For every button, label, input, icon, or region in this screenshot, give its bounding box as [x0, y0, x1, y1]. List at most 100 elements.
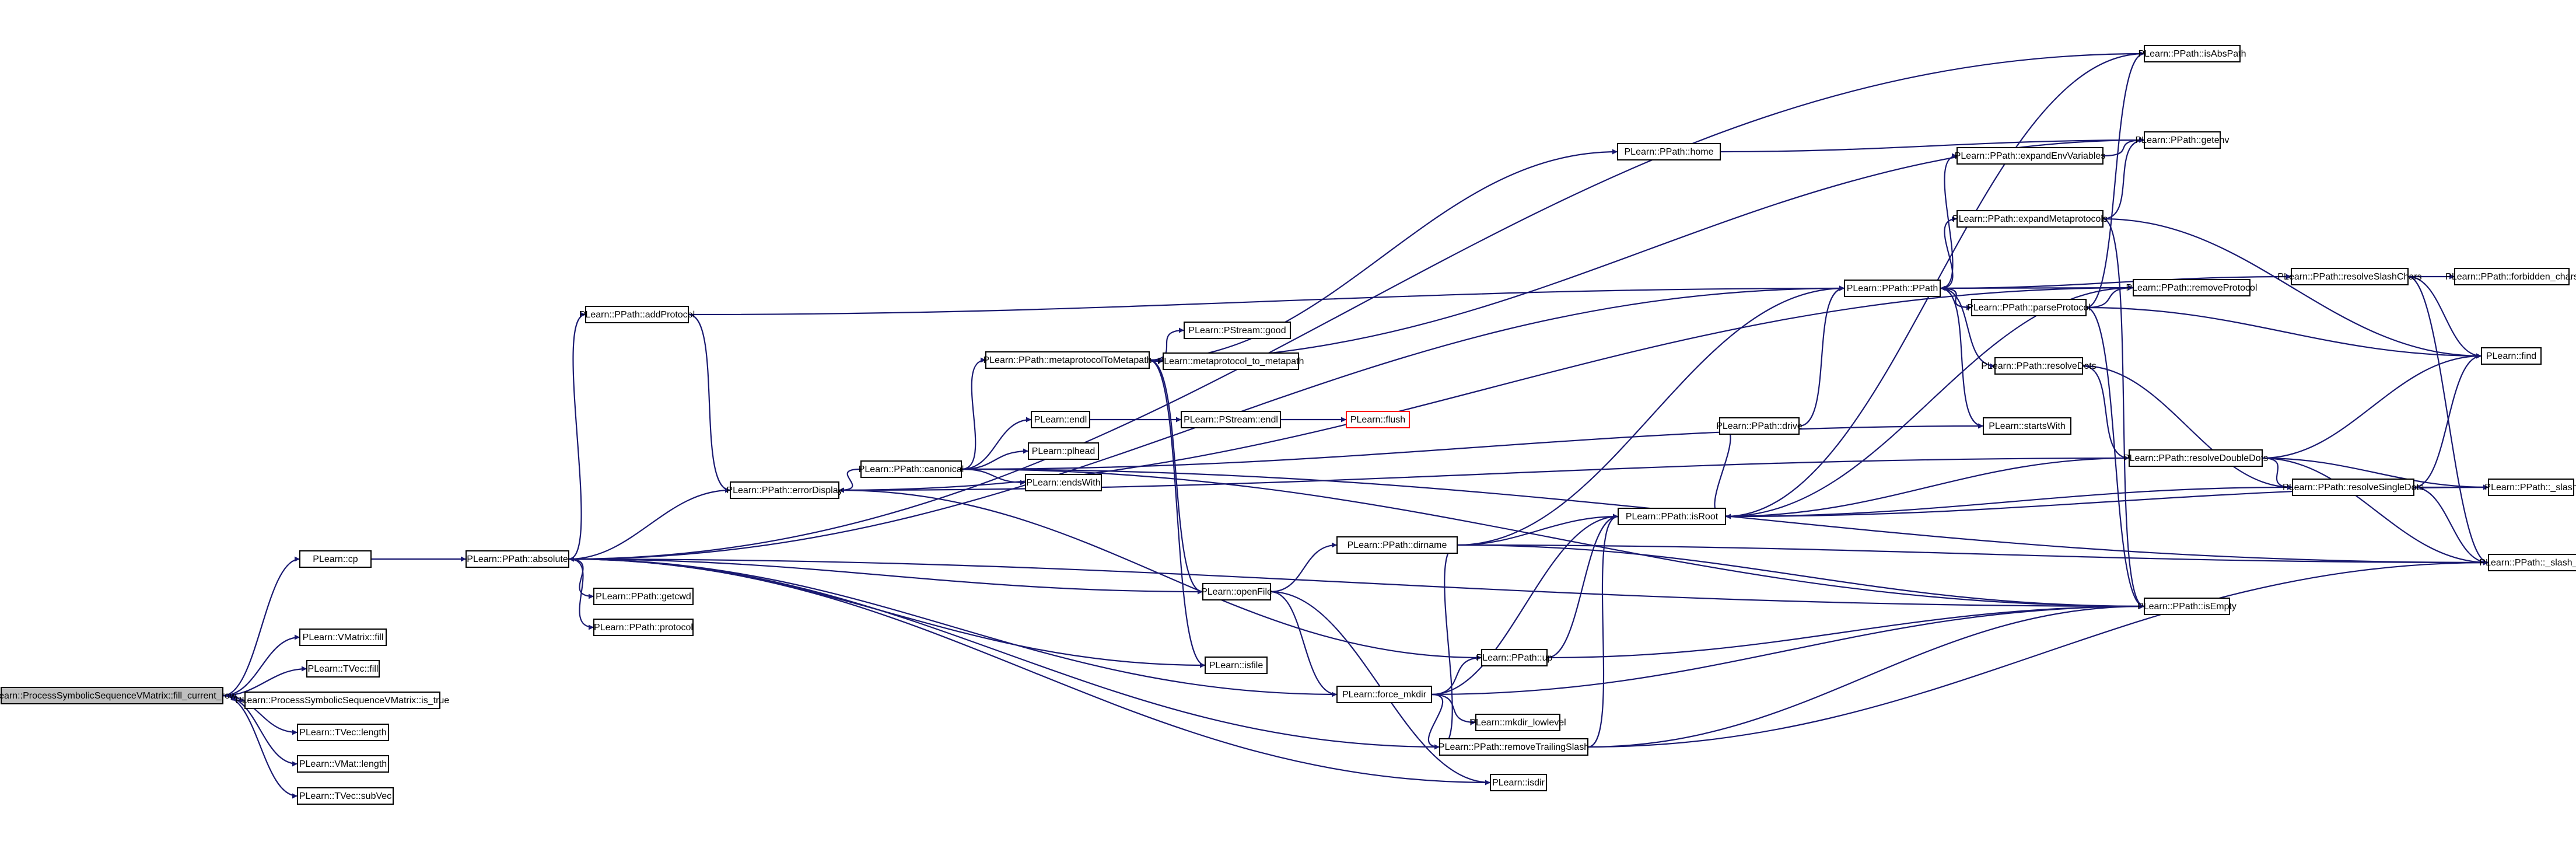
node-label-pstream_good: PLearn::PStream::good — [1188, 326, 1286, 336]
node-up[interactable]: PLearn::PPath::up — [1476, 649, 1553, 666]
node-isAbsPath[interactable]: PLearn::PPath::isAbsPath — [2138, 45, 2246, 62]
node-pstream_good[interactable]: PLearn::PStream::good — [1184, 322, 1291, 339]
node-resolveSingleDots[interactable]: PLearn::PPath::resolveSingleDots — [2283, 479, 2424, 496]
node-resolveDots[interactable]: PLearn::PPath::resolveDots — [1981, 357, 2096, 375]
edge-resolveSingleDots-to-find — [2413, 353, 2482, 488]
edge-force_mkdir-to-absolute — [568, 556, 1338, 696]
node-endsWith[interactable]: PLearn::endsWith — [1025, 474, 1102, 491]
node-forbidden_chars[interactable]: PLearn::PPath::forbidden_chars — [2445, 268, 2576, 285]
edge-metaprotocolToMetapath-to-openFile — [1149, 359, 1203, 595]
node-vmatrix_fill[interactable]: PLearn::VMatrix::fill — [299, 628, 387, 646]
edge-drive-to-ppath_ctor — [1798, 285, 1845, 427]
node-label-removeProtocol: PLearn::PPath::removeProtocol — [2126, 283, 2257, 293]
node-addProtocol[interactable]: PLearn::PPath::addProtocol — [579, 306, 695, 323]
node-ppath_ctor[interactable]: PLearn::PPath::PPath — [1844, 280, 1941, 297]
edge-expandMetaprotocols-to-find — [2102, 218, 2482, 359]
node-startsWith[interactable]: PLearn::startsWith — [1983, 417, 2071, 435]
node-subvec[interactable]: PLearn::TVec::subVec — [297, 787, 394, 805]
node-find[interactable]: PLearn::find — [2481, 347, 2542, 365]
node-drive[interactable]: PLearn::PPath::drive — [1716, 417, 1803, 435]
node-fill_current_row[interactable]: PLearn::ProcessSymbolicSequenceVMatrix::… — [0, 687, 237, 704]
edge-absolute-to-getcwd — [568, 558, 594, 599]
node-label-find: PLearn::find — [2486, 351, 2536, 361]
node-isEmpty[interactable]: PLearn::PPath::isEmpty — [2137, 598, 2236, 615]
node-box-mkdir_lowlevel — [1475, 714, 1560, 731]
edge-force_mkdir-to-up — [1431, 655, 1482, 696]
node-is_true[interactable]: PLearn::ProcessSymbolicSequenceVMatrix::… — [236, 692, 449, 709]
node-box-tvec_fill — [306, 660, 380, 678]
node-box-metaprotocolToMetapath — [985, 351, 1150, 369]
edge-errorDisplay-to-absolute — [568, 489, 731, 562]
node-slash[interactable]: PLearn::PPath::_slash — [2484, 479, 2576, 496]
node-box-forbidden_chars — [2454, 268, 2570, 285]
node-getenv[interactable]: PLearn::PPath::getenv — [2136, 131, 2230, 149]
edge-canonical-to-metaprotocolToMetapath — [961, 357, 986, 470]
node-label-metaprotocol_to_metapath: PLearn::metaprotocol_to_metapath — [1158, 357, 1304, 366]
edge-canonical-to-pfhead — [961, 448, 1029, 470]
node-box-is_true — [244, 692, 440, 709]
edge-force_mkdir-to-mkdir_lowlevel — [1431, 693, 1476, 725]
node-label-pstream_endl: PLearn::PStream::endl — [1184, 415, 1278, 425]
node-removeTrailingSlash[interactable]: PLearn::PPath::removeTrailingSlash — [1438, 738, 1589, 756]
node-label-drive: PLearn::PPath::drive — [1716, 421, 1803, 431]
node-box-find — [2481, 347, 2542, 365]
node-tvec_fill[interactable]: PLearn::TVec::fill — [306, 660, 380, 678]
edge-addProtocol-to-errorDisplay — [688, 313, 731, 493]
node-label-is_true: PLearn::ProcessSymbolicSequenceVMatrix::… — [236, 696, 449, 706]
edge-absolute-to-isEmpty — [568, 558, 2145, 609]
edge-force_mkdir-to-removeTrailingSlash — [1427, 693, 1444, 750]
node-dirname[interactable]: PLearn::PPath::dirname — [1336, 536, 1458, 554]
node-resolveSlashChars[interactable]: PLearn::PPath::resolveSlashChars — [2277, 268, 2422, 285]
node-force_mkdir[interactable]: PLearn::force_mkdir — [1336, 686, 1432, 703]
node-home[interactable]: PLearn::PPath::home — [1617, 143, 1721, 160]
node-isdir[interactable]: PLearn::isdir — [1490, 774, 1547, 791]
node-label-protocol: PLearn::PPath::protocol — [594, 623, 693, 633]
node-openFile[interactable]: PLearn::openFile — [1201, 583, 1272, 600]
node-label-force_mkdir: PLearn::force_mkdir — [1342, 690, 1427, 700]
node-absolute[interactable]: PLearn::PPath::absolute — [466, 550, 569, 568]
edge-absolute-to-protocol — [568, 558, 594, 630]
node-label-openFile: PLearn::openFile — [1201, 587, 1272, 597]
node-box-flush — [1346, 411, 1410, 428]
node-parseProtocol[interactable]: PLearn::PPath::parseProtocol — [1967, 299, 2091, 316]
node-label-isRoot: PLearn::PPath::isRoot — [1626, 512, 1718, 522]
node-tvec_length[interactable]: PLearn::TVec::length — [297, 724, 389, 741]
edge-metaprotocolToMetapath-to-isfile — [1149, 359, 1206, 668]
edge-resolveSingleDots-to-isRoot — [1725, 486, 2293, 519]
node-metaprotocol_to_metapath[interactable]: PLearn::metaprotocol_to_metapath — [1158, 352, 1304, 370]
node-flush[interactable]: PLearn::flush — [1346, 411, 1410, 428]
node-label-removeTrailingSlash: PLearn::PPath::removeTrailingSlash — [1438, 742, 1589, 752]
node-protocol[interactable]: PLearn::PPath::protocol — [593, 619, 694, 636]
node-canonical[interactable]: PLearn::PPath::canonical — [859, 460, 964, 478]
node-vmat_length[interactable]: PLearn::VMat::length — [297, 755, 389, 773]
edge-absolute-to-addProtocol — [568, 312, 586, 560]
edge-metaprotocolToMetapath-to-home — [1149, 149, 1618, 361]
node-box-resolveDots — [1994, 357, 2083, 375]
node-metaprotocolToMetapath[interactable]: PLearn::PPath::metaprotocolToMetapath — [983, 351, 1152, 369]
node-label-resolveDoubleDots: PLearn::PPath::resolveDoubleDots — [2123, 453, 2268, 463]
edge-ppath_ctor-to-expandMetaprotocols — [1940, 216, 1958, 289]
node-getcwd[interactable]: PLearn::PPath::getcwd — [593, 588, 694, 605]
node-box-canonical — [860, 460, 962, 478]
node-expandMetaprotocols[interactable]: PLearn::PPath::expandMetaprotocols — [1952, 210, 2108, 228]
edge-parseProtocol-to-ppath_ctor — [1940, 285, 1972, 309]
node-pfhead[interactable]: PLearn::plhead — [1028, 442, 1099, 460]
node-cp[interactable]: PLearn::cp — [299, 550, 372, 568]
node-label-isfile: PLearn::isfile — [1209, 661, 1264, 671]
node-label-tvec_fill: PLearn::TVec::fill — [308, 664, 379, 674]
node-isRoot[interactable]: PLearn::PPath::isRoot — [1618, 508, 1726, 525]
node-pstream_endl[interactable]: PLearn::PStream::endl — [1181, 411, 1281, 428]
edge-dirname-to-removeTrailingSlash — [1439, 544, 1458, 750]
node-box-isdir — [1490, 774, 1547, 791]
edge-fill_current_row-to-vmatrix_fill — [222, 634, 300, 697]
node-slash_char[interactable]: PLearn::PPath::_slash_char — [2479, 554, 2576, 571]
node-label-parseProtocol: PLearn::PPath::parseProtocol — [1967, 303, 2091, 313]
node-removeProtocol[interactable]: PLearn::PPath::removeProtocol — [2126, 279, 2258, 296]
node-expandEnvVariables[interactable]: PLearn::PPath::expandEnvVariables — [1955, 147, 2106, 165]
node-resolveDoubleDots[interactable]: PLearn::PPath::resolveDoubleDots — [2123, 449, 2268, 467]
node-mkdir_lowlevel[interactable]: PLearn::mkdir_lowlevel — [1469, 714, 1566, 731]
node-endl[interactable]: PLearn::endl — [1031, 411, 1090, 428]
node-isfile[interactable]: PLearn::isfile — [1205, 657, 1268, 674]
node-errorDisplay[interactable]: PLearn::PPath::errorDisplay — [726, 481, 843, 499]
edge-metaprotocolToMetapath-to-getenv — [1149, 137, 2145, 361]
